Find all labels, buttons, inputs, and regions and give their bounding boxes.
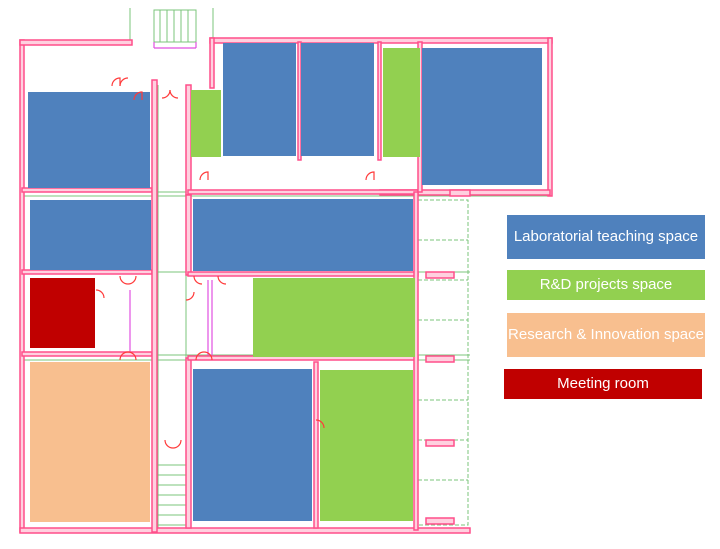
room-rd-projects [191,90,221,157]
room-lab-teaching [223,43,296,156]
legend-label: R&D projects space [539,276,673,293]
room-lab-teaching [28,92,150,188]
legend-label: Research & Innovation space [508,326,704,343]
legend-label: Laboratorial teaching space [513,228,699,245]
room-lab-teaching [30,200,151,270]
rooms [28,43,542,522]
room-lab-teaching [301,43,374,156]
room-lab-teaching [422,48,542,185]
room-lab-teaching [193,369,312,521]
room-meeting [30,278,95,348]
doors [95,77,375,449]
legend-research-innovation: Research & Innovation space [507,313,705,357]
room-rd-projects [253,278,415,357]
walls [19,37,553,534]
room-rd-projects [383,48,420,157]
legend-rd-projects: R&D projects space [507,270,705,300]
room-research-innovation [30,362,150,522]
legend-meeting-room: Meeting room [504,369,702,399]
room-rd-projects [320,370,413,521]
stair-core [129,42,213,356]
room-lab-teaching [193,199,413,271]
legend-lab-teaching: Laboratorial teaching space [507,215,705,259]
legend-label: Meeting room [557,375,649,392]
